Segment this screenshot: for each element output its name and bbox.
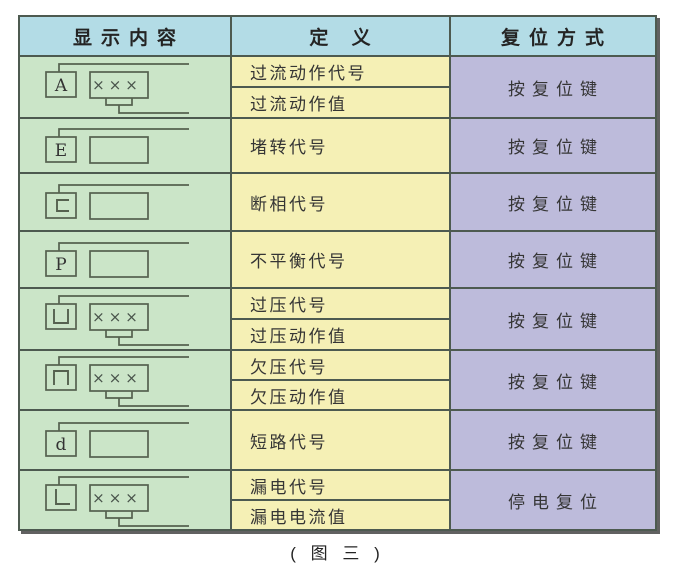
definition-cell: 短路代号 [230, 409, 451, 471]
header-row: 显示内容 定 义 复位方式 [18, 15, 657, 57]
table-row: A ××× 过流动作代号按复位键 [18, 55, 657, 119]
display-symbol-A-icon: A ××× [45, 63, 189, 114]
definition-cell: 不平衡代号 [230, 230, 451, 289]
symbol-value-placeholder: ××× [92, 308, 142, 326]
reset-method-cell: 按复位键 [449, 230, 657, 289]
table-subrow: 过流动作值 [19, 86, 656, 119]
symbol-cell [18, 172, 232, 232]
symbol-value-placeholder: ××× [92, 76, 142, 94]
definition-cell: 过压代号 [230, 287, 451, 320]
symbol-cell: ××× [18, 287, 232, 351]
display-symbol-c-icon [45, 184, 189, 220]
header-definition: 定 义 [230, 15, 451, 57]
display-symbol-u-icon: ××× [45, 295, 189, 346]
definition-cell: 欠压动作值 [230, 379, 451, 411]
table-row: 断相代号按复位键 [18, 172, 657, 232]
definition-cell: 过流动作值 [230, 86, 451, 119]
symbol-letter: P [55, 255, 66, 275]
symbol-cell: d [18, 409, 232, 471]
definition-cell: 漏电代号 [230, 469, 451, 501]
symbol-cell: E [18, 117, 232, 174]
definition-cell: 漏电电流值 [230, 499, 451, 531]
reset-method-cell: 按复位键 [449, 349, 657, 411]
reset-method-cell: 按复位键 [449, 172, 657, 232]
definition-cell: 过流动作代号 [230, 55, 451, 88]
symbol-cell: ××× [18, 469, 232, 531]
header-display-content: 显示内容 [18, 15, 232, 57]
figure-caption: ( 图 三 ) [290, 544, 385, 563]
symbol-value-placeholder: ××× [92, 489, 142, 507]
display-symbol-P-icon: P [45, 241, 189, 278]
symbol-cell: P [18, 230, 232, 289]
definition-cell: 欠压代号 [230, 349, 451, 381]
table-row: ××× 欠压代号按复位键 [18, 349, 657, 411]
reset-method-cell: 按复位键 [449, 287, 657, 351]
symbol-letter: A [54, 76, 68, 96]
table-subrow: 漏电电流值 [19, 499, 656, 531]
display-symbol-L-icon: ××× [45, 476, 189, 527]
definition-cell: 断相代号 [230, 172, 451, 232]
definition-cell: 过压动作值 [230, 318, 451, 351]
reset-method-cell: 按复位键 [449, 55, 657, 119]
display-symbol-n-icon: ××× [45, 356, 189, 407]
table-row: P 不平衡代号按复位键 [18, 230, 657, 289]
table-row: ××× 过压代号按复位键 [18, 287, 657, 351]
display-symbol-E-icon: E [45, 127, 189, 164]
header-reset-method: 复位方式 [449, 15, 657, 57]
reset-method-cell: 停电复位 [449, 469, 657, 531]
symbol-cell: A ××× [18, 55, 232, 119]
symbol-letter: E [55, 141, 67, 161]
symbol-cell: ××× [18, 349, 232, 411]
display-symbol-d-icon: d [45, 422, 189, 458]
table-row: ××× 漏电代号停电复位 [18, 469, 657, 531]
symbol-letter: d [56, 435, 67, 455]
table-subrow: 过压动作值 [19, 318, 656, 351]
reset-method-cell: 按复位键 [449, 409, 657, 471]
table-row: E 堵转代号按复位键 [18, 117, 657, 174]
symbol-value-placeholder: ××× [92, 369, 142, 387]
table-subrow: 欠压动作值 [19, 379, 656, 411]
definition-cell: 堵转代号 [230, 117, 451, 174]
table-header: 显示内容 定 义 复位方式 [18, 15, 657, 57]
table-row: d 短路代号按复位键 [18, 409, 657, 471]
reset-method-cell: 按复位键 [449, 117, 657, 174]
